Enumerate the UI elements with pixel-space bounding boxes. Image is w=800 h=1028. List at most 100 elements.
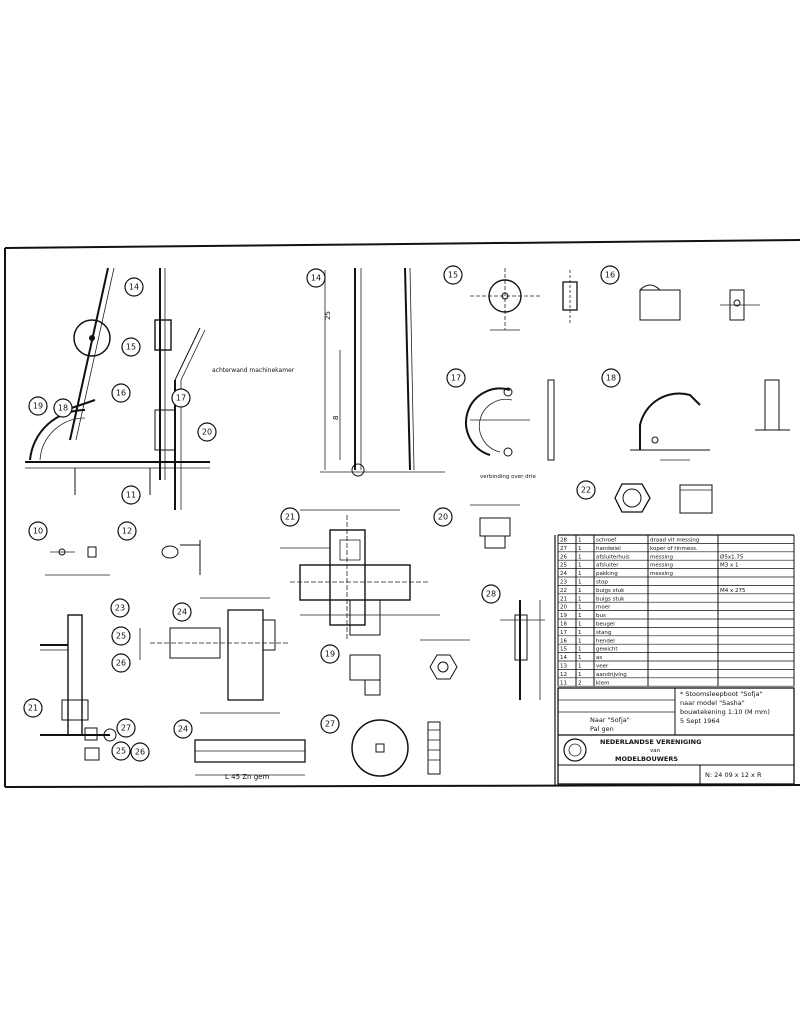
valve-body-lower (139, 597, 290, 714)
cell-name: afsluiterhuis (596, 554, 630, 560)
svg-text:16: 16 (605, 271, 615, 280)
cell-name: buigs stuk (596, 588, 625, 594)
cell-name: gewicht (596, 647, 618, 653)
svg-text:10: 10 (33, 527, 43, 536)
flat-bar-25: L 45 Zn gem (194, 739, 306, 781)
hex-cap-20 (470, 504, 520, 549)
svg-text:14: 14 (311, 274, 321, 283)
svg-text:8: 8 (332, 416, 340, 420)
svg-text:28: 28 (486, 590, 496, 599)
cell-no: 13 (560, 664, 567, 670)
cell-no: 26 (560, 554, 567, 560)
part-bubble-18: 18 (53, 398, 73, 418)
svg-text:27: 27 (121, 724, 131, 733)
part-bubble-24: 24 (173, 719, 193, 739)
svg-text:23: 23 (115, 604, 125, 613)
valve-assembly-21 (280, 509, 440, 640)
semicircle-clamp-17: verbinding over drie (465, 379, 555, 480)
cell-qty: 2 (578, 680, 582, 686)
subject-line-2: Pal gen (590, 725, 614, 733)
svg-text:20: 20 (438, 513, 448, 522)
cell-no: 21 (560, 596, 567, 602)
cell-name: buigs stuk (596, 596, 625, 602)
cell-no: 27 (560, 546, 567, 552)
valve-stem-19 (500, 600, 545, 700)
part-bubble-27: 27 (320, 714, 340, 734)
cell-name: as (596, 655, 602, 661)
cell-spec: M3 x 1 (720, 563, 739, 569)
part-bubble-23: 23 (110, 598, 130, 618)
handwheel-27 (351, 719, 441, 777)
cell-name: hendel (596, 638, 615, 644)
title-block: * Stoomsleepboot "Sofja" naar model "Sas… (557, 687, 795, 785)
cell-qty: 1 (578, 622, 582, 628)
svg-text:18: 18 (58, 404, 68, 413)
nut-detail-19 (614, 483, 713, 514)
part-bubble-15: 15 (121, 337, 141, 357)
cell-no: 23 (560, 580, 567, 586)
cell-no: 22 (560, 588, 567, 594)
svg-text:11: 11 (126, 491, 136, 500)
cell-material: koper of tinmess. (650, 546, 698, 552)
cell-qty: 1 (578, 605, 582, 611)
cell-qty: 1 (578, 588, 582, 594)
cell-name: beugel (596, 622, 615, 628)
svg-text:26: 26 (116, 659, 126, 668)
part-bubble-25: 25 (111, 741, 131, 761)
fitting-24 (349, 639, 470, 696)
org-line-2: van (650, 748, 661, 754)
cell-qty: 1 (578, 580, 582, 586)
small-parts-left (45, 540, 201, 576)
svg-text:22: 22 (581, 486, 591, 495)
cell-qty: 1 (578, 571, 582, 577)
cell-material: messing (650, 554, 673, 560)
cell-name: afsluiter (596, 563, 619, 569)
cell-qty: 1 (578, 546, 582, 552)
org-line-1: NEDERLANDSE VERENIGING (600, 738, 701, 746)
part-bubble-20: 20 (197, 422, 217, 442)
part-bubble-15: 15 (443, 265, 463, 285)
org-line-3: MODELBOUWERS (615, 755, 678, 763)
cell-no: 28 (560, 538, 567, 544)
svg-text:19: 19 (325, 650, 335, 659)
cell-spec: Ø5x1.75 (720, 553, 744, 560)
part-bubble-26: 26 (111, 653, 131, 673)
note-machinekamer: achterwand machinekamer (212, 367, 295, 374)
svg-text:12: 12 (122, 527, 132, 536)
parts-row: 27 1 handwiel koper of tinmess. (560, 546, 698, 552)
cell-no: 11 (560, 680, 567, 686)
cell-qty: 1 (578, 647, 582, 653)
part-bubble-28: 28 (481, 584, 501, 604)
svg-text:26: 26 (135, 748, 145, 757)
svg-text:17: 17 (176, 394, 186, 403)
piping-assembly (40, 614, 117, 761)
cell-material: messing (650, 563, 673, 569)
svg-text:17: 17 (451, 374, 461, 383)
part-bubble-14: 14 (124, 277, 144, 297)
part-bubble-19: 19 (28, 396, 48, 416)
cell-qty: 1 (578, 672, 582, 678)
svg-text:24: 24 (178, 725, 188, 734)
svg-text:21: 21 (285, 513, 295, 522)
svg-text:25: 25 (324, 311, 332, 320)
svg-text:21: 21 (28, 704, 38, 713)
cell-no: 12 (560, 672, 567, 678)
subject-line-1: Naar "Sofja" (590, 716, 630, 724)
title-line-4: 5 Sept 1964 (680, 717, 720, 725)
bracket-detail-16 (639, 284, 760, 321)
svg-text:16: 16 (116, 389, 126, 398)
part-bubble-11: 11 (121, 485, 141, 505)
lever-assembly-view: achterwand machinekamer (25, 267, 295, 510)
cell-name: handwiel (596, 546, 621, 552)
